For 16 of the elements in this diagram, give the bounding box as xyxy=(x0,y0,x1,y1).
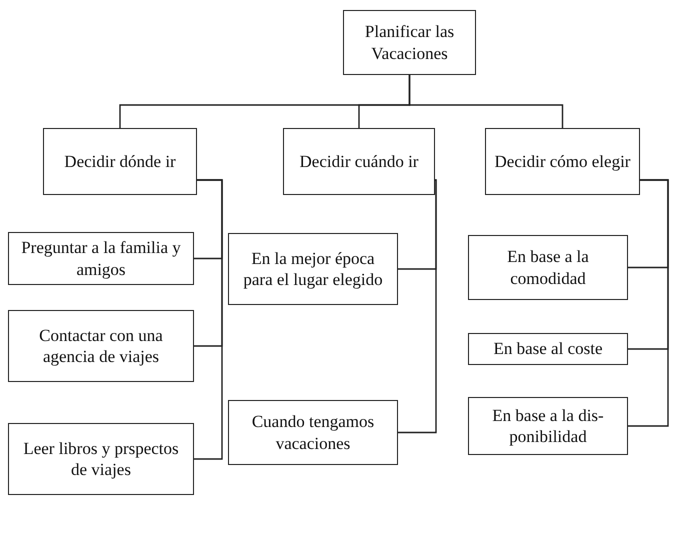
connector-line xyxy=(194,179,223,460)
task-box: Leer libros y prspectos de viajes xyxy=(8,423,194,495)
root-box: Planificar las Vacaciones xyxy=(343,10,476,75)
task-box: Preguntar a la familia y amigos xyxy=(8,232,194,285)
task-box: Cuando tengamos vacaciones xyxy=(228,400,398,465)
task-box: Contactar con una agencia de viajes xyxy=(8,310,194,382)
task-box: En la mejor época para el lugar elegido xyxy=(228,233,398,305)
task-box: En base a la comodidad xyxy=(468,235,628,300)
task-box: Decidir cuándo ir xyxy=(283,128,435,195)
task-box: Decidir dónde ir xyxy=(43,128,197,195)
connector-line xyxy=(628,179,669,427)
connector-line xyxy=(398,179,437,434)
task-box: En base a la dis- ponibilidad xyxy=(468,397,628,455)
task-box: En base al coste xyxy=(468,333,628,365)
connector-line xyxy=(408,75,564,128)
task-box: Decidir cómo elegir xyxy=(485,128,640,195)
